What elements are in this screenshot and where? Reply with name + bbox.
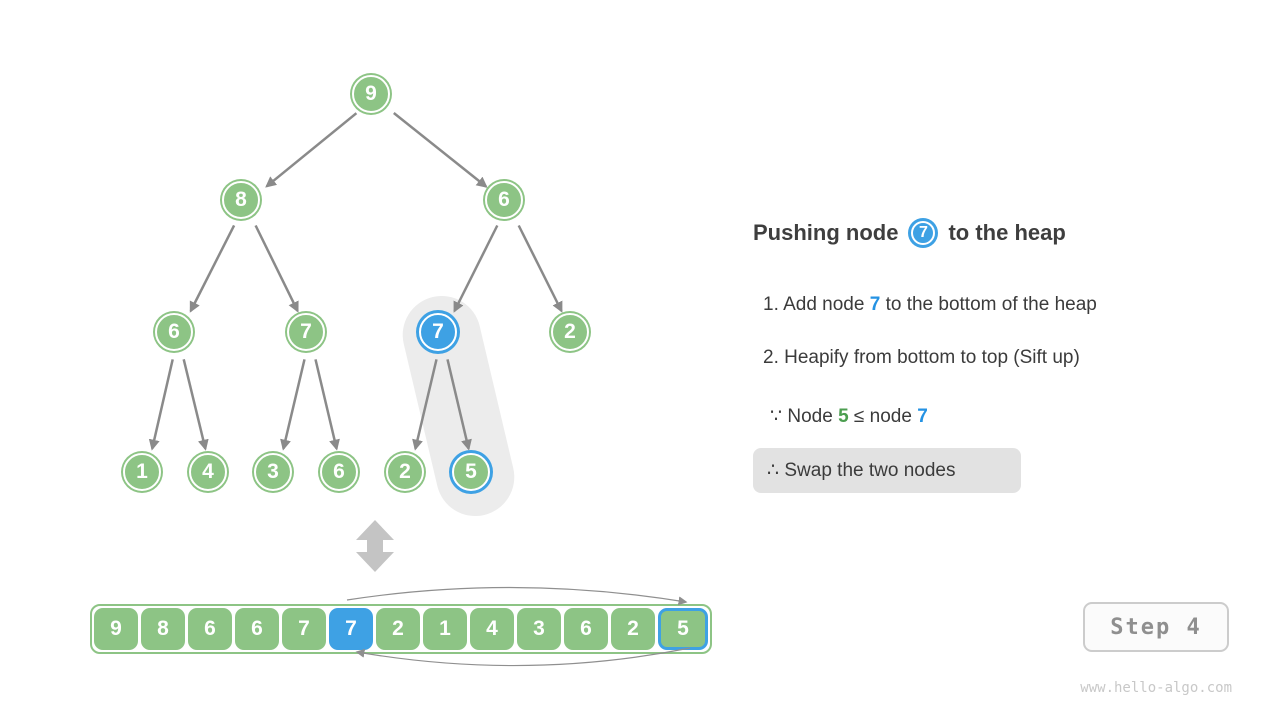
instruction-step-2: 2. Heapify from bottom to top (Sift up) xyxy=(763,347,1080,368)
panel-title-post: to the heap xyxy=(948,220,1066,245)
array-cell: 8 xyxy=(141,608,185,650)
tree-edge xyxy=(148,359,174,451)
because-condition: ∵ Node 5 ≤ node 7 xyxy=(770,405,928,428)
step1-accent-7: 7 xyxy=(869,294,881,315)
array-cell: 7 xyxy=(282,608,326,650)
array-cell: 2 xyxy=(376,608,420,650)
tree-array-swap-vertical-arrow-icon xyxy=(356,520,394,572)
tree-node-2b: 2 xyxy=(386,453,424,491)
array-cell-5-target: 5 xyxy=(658,608,708,650)
tree-edges xyxy=(148,112,563,451)
tree-node-6: 6 xyxy=(485,181,523,219)
because-mid: ≤ node xyxy=(848,406,918,427)
tree-node-1: 1 xyxy=(123,453,161,491)
tree-edge xyxy=(314,359,340,451)
because-pre: ∵ Node xyxy=(770,406,839,427)
tree-node-9: 9 xyxy=(352,75,390,113)
tree-node-8: 8 xyxy=(222,181,260,219)
tree-edge xyxy=(189,224,236,313)
tree-node-5-target: 5 xyxy=(452,453,490,491)
array-cell: 3 xyxy=(517,608,561,650)
tree-node-2: 2 xyxy=(551,313,589,351)
pushed-node-icon: 7 xyxy=(911,221,936,245)
tree-node-7: 7 xyxy=(287,313,325,351)
tree-node-7-pushed: 7 xyxy=(419,313,457,351)
tree-node-4: 4 xyxy=(189,453,227,491)
tree-edge xyxy=(182,359,209,451)
array-cell: 6 xyxy=(188,608,232,650)
step1-text-post: to the bottom of the heap xyxy=(880,294,1097,315)
array-cell: 1 xyxy=(423,608,467,650)
tree-edge xyxy=(393,112,488,188)
tree-node-6b: 6 xyxy=(155,313,193,351)
tree-edge xyxy=(280,359,306,451)
array-cell-7-pushed: 7 xyxy=(329,608,373,650)
tree-edge xyxy=(453,224,499,313)
array-cell: 4 xyxy=(470,608,514,650)
tree-node-3: 3 xyxy=(254,453,292,491)
site-watermark: www.hello-algo.com xyxy=(1080,680,1232,696)
therefore-text: ∴ Swap the two nodes xyxy=(767,460,956,481)
step-counter-badge: Step 4 xyxy=(1083,602,1229,652)
panel-title: Pushing node 7 to the heap xyxy=(753,214,1066,252)
tree-edge xyxy=(446,359,472,451)
because-node-5: 5 xyxy=(838,406,849,427)
tree-node-6c: 6 xyxy=(320,453,358,491)
tree-edge xyxy=(254,224,299,313)
tree-edge xyxy=(412,359,438,451)
instruction-step-1: 1. Add node 7 to the bottom of the heap xyxy=(763,294,1097,316)
tree-edge xyxy=(265,112,358,188)
swap-arc-top xyxy=(346,586,688,606)
array-cell: 6 xyxy=(235,608,279,650)
therefore-action-box: ∴ Swap the two nodes xyxy=(753,448,1021,493)
tree-edge xyxy=(517,224,563,313)
array-cell: 6 xyxy=(564,608,608,650)
array-cell: 9 xyxy=(94,608,138,650)
array-cell: 2 xyxy=(611,608,655,650)
panel-title-pre: Pushing node xyxy=(753,220,899,245)
heap-array: 9 8 6 6 7 7 2 1 4 3 6 2 5 xyxy=(90,604,712,654)
step1-text-pre: 1. Add node xyxy=(763,294,870,315)
because-node-7: 7 xyxy=(917,406,928,427)
